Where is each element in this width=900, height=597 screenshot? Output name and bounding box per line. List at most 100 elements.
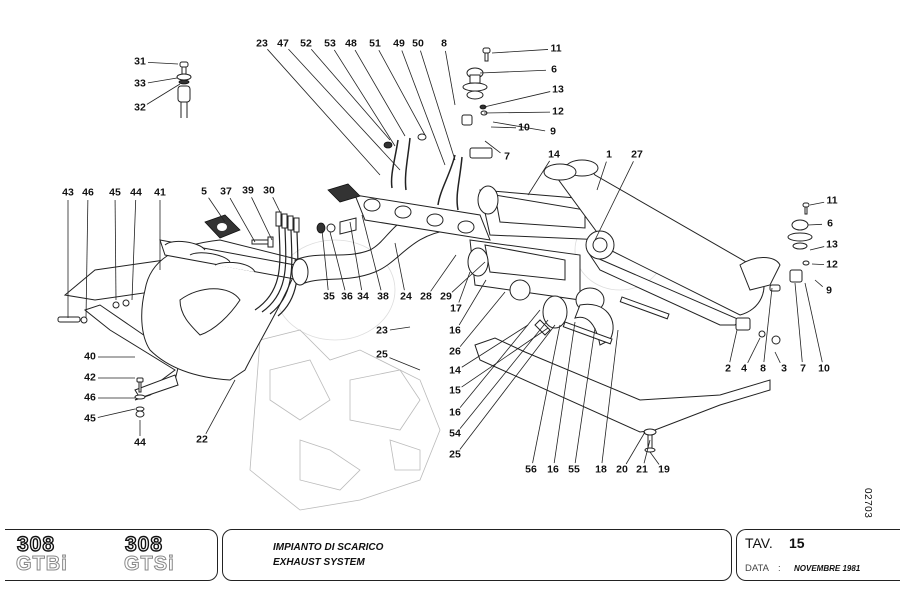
part-callout-35[interactable]: 35 — [323, 290, 335, 303]
part-callout-2[interactable]: 2 — [725, 362, 731, 375]
part-callout-25[interactable]: 25 — [449, 448, 461, 461]
part-callout-43[interactable]: 43 — [62, 186, 74, 199]
callout-leader-line — [267, 48, 381, 176]
part-callout-9[interactable]: 9 — [550, 125, 556, 138]
part-callout-6[interactable]: 6 — [551, 63, 557, 76]
part-callout-3[interactable]: 3 — [781, 362, 787, 375]
part-callout-23[interactable]: 23 — [376, 324, 388, 337]
callout-leader-line — [205, 379, 236, 435]
part-callout-18[interactable]: 18 — [595, 463, 607, 476]
part-callout-19[interactable]: 19 — [658, 463, 670, 476]
callout-leader-line — [643, 439, 651, 464]
part-callout-46[interactable]: 46 — [82, 186, 94, 199]
part-callout-9[interactable]: 9 — [826, 284, 832, 297]
callout-leader-line — [807, 223, 823, 226]
part-callout-8[interactable]: 8 — [760, 362, 766, 375]
part-callout-16[interactable]: 16 — [449, 324, 461, 337]
part-callout-7[interactable]: 7 — [800, 362, 806, 375]
part-callout-48[interactable]: 48 — [345, 37, 357, 50]
part-callout-11[interactable]: 11 — [826, 194, 838, 207]
part-callout-40[interactable]: 40 — [84, 350, 96, 363]
part-callout-34[interactable]: 34 — [357, 290, 369, 303]
callout-leader-line — [553, 321, 576, 464]
part-callout-29[interactable]: 29 — [440, 290, 452, 303]
part-callout-20[interactable]: 20 — [616, 463, 628, 476]
callout-leader-line — [459, 319, 549, 429]
part-callout-41[interactable]: 41 — [154, 186, 166, 199]
callout-leader-line — [349, 221, 363, 291]
sensor-leads — [383, 133, 463, 211]
part-callout-8[interactable]: 8 — [441, 37, 447, 50]
part-callout-25[interactable]: 25 — [376, 348, 388, 361]
part-callout-5[interactable]: 5 — [201, 185, 207, 198]
part-callout-13[interactable]: 13 — [552, 83, 564, 96]
part-callout-11[interactable]: 11 — [550, 42, 562, 55]
part-callout-27[interactable]: 27 — [631, 148, 643, 161]
callout-leader-line — [625, 431, 646, 465]
model-logo-gtsi: 308 GTSi — [121, 532, 207, 577]
callout-leader-line — [401, 50, 446, 166]
part-callout-31[interactable]: 31 — [134, 55, 146, 68]
part-callout-26[interactable]: 26 — [449, 345, 461, 358]
clamp-hardware — [534, 287, 670, 346]
part-callout-28[interactable]: 28 — [420, 290, 432, 303]
callout-leader-line — [445, 50, 456, 106]
part-callout-6[interactable]: 6 — [827, 217, 833, 230]
model-variant: GTBi — [16, 553, 68, 576]
part-callout-45[interactable]: 45 — [84, 412, 96, 425]
model-logo-gtbi: 308 GTBi — [13, 532, 99, 577]
part-callout-47[interactable]: 47 — [277, 37, 289, 50]
part-callout-7[interactable]: 7 — [504, 150, 510, 163]
part-callout-12[interactable]: 12 — [826, 258, 838, 271]
part-callout-46[interactable]: 46 — [84, 391, 96, 404]
part-callout-51[interactable]: 51 — [369, 37, 381, 50]
part-callout-16[interactable]: 16 — [547, 463, 559, 476]
part-callout-4[interactable]: 4 — [741, 362, 747, 375]
part-callout-54[interactable]: 54 — [449, 427, 461, 440]
part-callout-44[interactable]: 44 — [130, 186, 142, 199]
part-callout-44[interactable]: 44 — [134, 436, 146, 449]
part-callout-42[interactable]: 42 — [84, 371, 96, 384]
part-callout-12[interactable]: 12 — [552, 105, 564, 118]
callout-leader-line — [774, 351, 781, 363]
part-callout-55[interactable]: 55 — [568, 463, 580, 476]
catalytic-converters — [467, 185, 606, 301]
part-callout-10[interactable]: 10 — [518, 121, 530, 134]
callout-leader-line — [321, 229, 329, 291]
part-callout-56[interactable]: 56 — [525, 463, 537, 476]
part-callout-38[interactable]: 38 — [377, 290, 389, 303]
part-callout-49[interactable]: 49 — [393, 37, 405, 50]
callout-leader-line — [811, 263, 825, 266]
callout-leader-line — [208, 197, 226, 223]
part-callout-37[interactable]: 37 — [220, 185, 232, 198]
callout-leader-line — [649, 451, 660, 465]
part-callout-22[interactable]: 22 — [196, 433, 208, 446]
part-callout-14[interactable]: 14 — [449, 364, 461, 377]
part-callout-13[interactable]: 13 — [826, 238, 838, 251]
part-callout-14[interactable]: 14 — [548, 148, 560, 161]
callout-leader-line — [147, 61, 179, 65]
callout-leader-line — [378, 49, 426, 136]
part-callout-45[interactable]: 45 — [109, 186, 121, 199]
part-callout-30[interactable]: 30 — [263, 184, 275, 197]
part-callout-39[interactable]: 39 — [242, 184, 254, 197]
part-callout-53[interactable]: 53 — [324, 37, 336, 50]
part-callout-36[interactable]: 36 — [341, 290, 353, 303]
plate-cell: TAV. 15 DATA : NOVEMBRE 1981 — [736, 529, 900, 581]
part-callout-33[interactable]: 33 — [134, 77, 146, 90]
date-separator: : — [778, 563, 781, 574]
part-callout-15[interactable]: 15 — [449, 384, 461, 397]
part-callout-23[interactable]: 23 — [256, 37, 268, 50]
part-callout-1[interactable]: 1 — [606, 148, 612, 161]
part-callout-32[interactable]: 32 — [134, 101, 146, 114]
part-callout-10[interactable]: 10 — [818, 362, 830, 375]
part-callout-16[interactable]: 16 — [449, 406, 461, 419]
part-callout-52[interactable]: 52 — [300, 37, 312, 50]
callout-leader-line — [527, 160, 550, 196]
part-callout-17[interactable]: 17 — [450, 302, 462, 315]
callout-leader-line — [361, 214, 382, 291]
part-callout-50[interactable]: 50 — [412, 37, 424, 50]
part-callout-21[interactable]: 21 — [636, 463, 648, 476]
callout-leader-line — [329, 231, 346, 291]
part-callout-24[interactable]: 24 — [400, 290, 412, 303]
